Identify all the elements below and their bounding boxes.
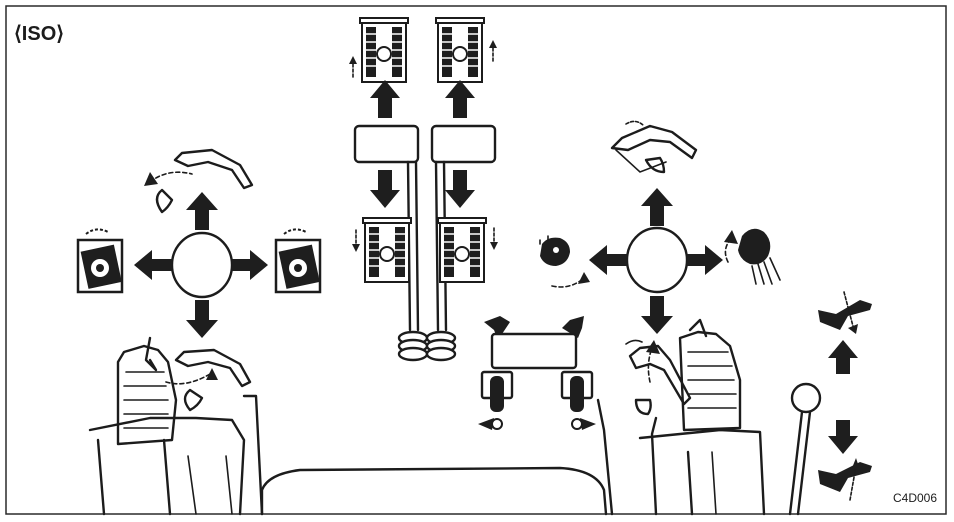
right-track-forward-icon [436,18,497,82]
left-travel-lever-shaft-2 [416,162,418,330]
right-arrow-right [687,245,723,275]
left-travel-arrow-up [370,80,400,118]
blade-raise-icon [818,292,872,334]
bucket-curl-icon [540,236,590,287]
figure-code-label: C4D006 [893,491,937,505]
left-console-outline [90,338,262,514]
right-track-reverse-icon [438,218,498,282]
swing-right-icon [276,229,320,292]
right-lever-knob [627,228,687,292]
iso-standard-label: ⟨ISO⟩ [14,23,64,45]
left-arrow-left [134,250,172,280]
pedal-box [492,334,576,368]
left-travel-lever-handle [355,126,418,162]
blade-lower-icon [818,458,872,500]
left-pedal-icon [478,372,512,430]
blade-lever-knob [792,384,820,412]
operator-seat-outline [262,400,612,514]
left-lever-knob [172,233,232,297]
dozer-pedal-group [478,316,596,430]
left-track-reverse-icon [352,218,411,282]
right-pedal-icon [562,372,596,430]
right-console-outline [640,320,764,514]
travel-lever-group [349,18,498,360]
blade-lever-group [790,292,872,514]
blade-arrow-up [828,340,858,374]
arm-out-icon [166,350,250,410]
bucket-dump-icon [724,229,780,284]
left-track-forward-icon [349,18,408,82]
left-control-lever-group [78,150,320,514]
right-arrow-left [589,245,627,275]
right-arrow-up [641,188,673,226]
right-travel-arrow-up [445,80,475,118]
right-travel-arrow-down [445,170,475,208]
right-arrow-down [641,296,673,334]
travel-pedals [399,332,455,360]
right-travel-lever-shaft [436,162,438,330]
left-arrow-up [186,192,218,230]
left-arrow-right [232,250,268,280]
left-travel-arrow-down [370,170,400,208]
boom-lower-icon [612,121,696,172]
left-arrow-down [186,300,218,338]
right-travel-lever-handle [432,126,495,162]
swing-left-icon [78,229,122,292]
blade-arrow-down [828,420,858,454]
right-control-lever-group [540,121,780,514]
